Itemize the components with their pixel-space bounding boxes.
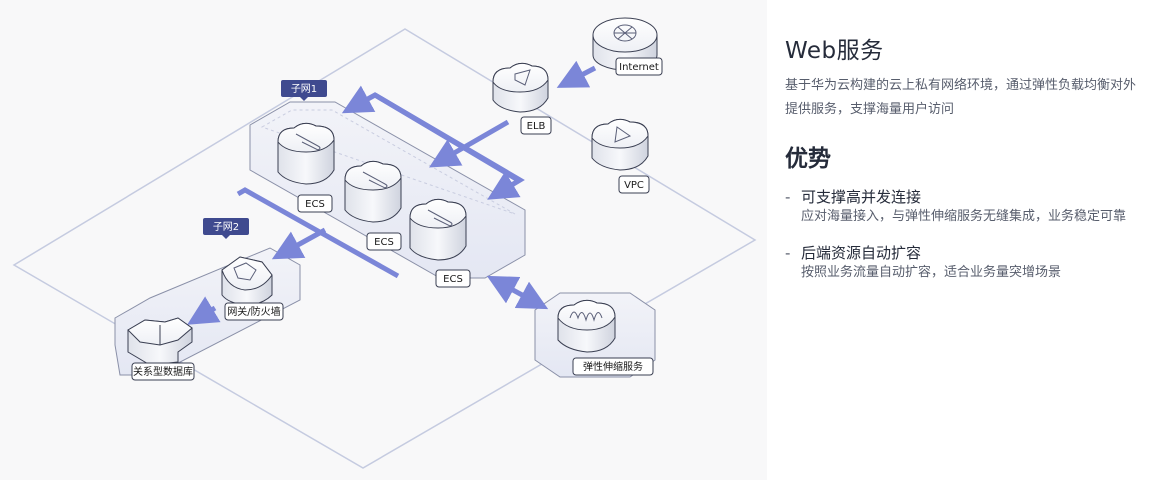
advantage-item: - 可支撑高并发连接 应对海量接入，与弹性伸缩服务无缝集成，业务稳定可靠 <box>785 186 1150 226</box>
ecs-label-2: ECS <box>374 237 394 248</box>
arrow-elb-to-ecs <box>429 119 510 168</box>
paperclip-icon <box>295 133 321 151</box>
elb-label: ELB <box>527 121 546 132</box>
autoscaling-node[interactable]: 弹性伸缩服务 <box>557 299 654 376</box>
ecs-node-1[interactable]: ECS <box>277 122 335 213</box>
paperclip-icon <box>427 209 453 227</box>
autoscaling-label: 弹性伸缩服务 <box>583 360 643 373</box>
subnet1-tag: 子网1 <box>281 80 327 101</box>
advantage-item: - 后端资源自动扩容 按照业务流量自动扩容，适合业务量突增场景 <box>785 242 1150 282</box>
arrow-ecs-autoscaling <box>486 275 549 310</box>
firewall-node[interactable]: 网关/防火墙 <box>221 256 284 321</box>
ecs-label-3: ECS <box>443 274 463 285</box>
ecs-label-1: ECS <box>305 199 325 210</box>
service-title: Web服务 <box>785 38 884 64</box>
advantages-list: - 可支撑高并发连接 应对海量接入，与弹性伸缩服务无缝集成，业务稳定可靠 - 后… <box>785 186 1150 282</box>
vpc-node[interactable]: VPC <box>591 118 650 194</box>
subnet2-label: 子网2 <box>213 221 239 233</box>
bullet-dash: - <box>785 244 791 262</box>
subnet2-tag: 子网2 <box>203 218 249 239</box>
database-node[interactable]: 关系型数据库 <box>127 317 195 381</box>
firewall-label: 网关/防火墙 <box>227 305 280 318</box>
elb-node[interactable]: ELB <box>492 62 552 135</box>
vpc-triangle-icon <box>614 126 632 143</box>
traffic-arrows <box>187 60 597 325</box>
globe-icon <box>613 24 637 42</box>
advantage-detail: 应对海量接入，与弹性伸缩服务无缝集成，业务稳定可靠 <box>801 209 1127 224</box>
arrow-subnet1-to-subnet2 <box>236 187 400 279</box>
subnet1-label: 子网1 <box>291 83 317 95</box>
shield-icon <box>233 262 257 281</box>
advantage-heading: 可支撑高并发连接 <box>801 188 922 206</box>
ecs-node-3[interactable]: ECS <box>409 198 471 288</box>
ecs-node-2[interactable]: ECS <box>344 160 402 251</box>
vpc-label: VPC <box>624 180 644 191</box>
architecture-diagram: Internet ELB VPC ECS <box>12 17 757 469</box>
vpc-boundary <box>12 28 757 469</box>
load-balancer-icon <box>514 69 531 86</box>
info-panel: Web服务 基于华为云构建的云上私有网络环境，通过弹性负载均衡对外提供服务，支撑… <box>767 0 1160 480</box>
wave-icon <box>569 311 603 322</box>
service-description: 基于华为云构建的云上私有网络环境，通过弹性负载均衡对外提供服务，支撑海量用户访问 <box>785 78 1137 117</box>
paperclip-icon <box>362 171 388 189</box>
bullet-dash: - <box>785 188 791 206</box>
arrow-firewall-to-db <box>187 296 221 325</box>
advantage-heading: 后端资源自动扩容 <box>801 244 922 262</box>
internet-node[interactable]: Internet <box>592 17 663 76</box>
arrow-to-firewall <box>271 227 327 260</box>
internet-label: Internet <box>619 62 659 73</box>
arrow-internet-to-elb <box>556 60 597 88</box>
advantage-detail: 按照业务流量自动扩容，适合业务量突增场景 <box>801 265 1062 280</box>
advantages-title: 优势 <box>785 146 831 172</box>
database-label: 关系型数据库 <box>133 365 193 378</box>
arrow-ecs-corner <box>373 92 525 200</box>
